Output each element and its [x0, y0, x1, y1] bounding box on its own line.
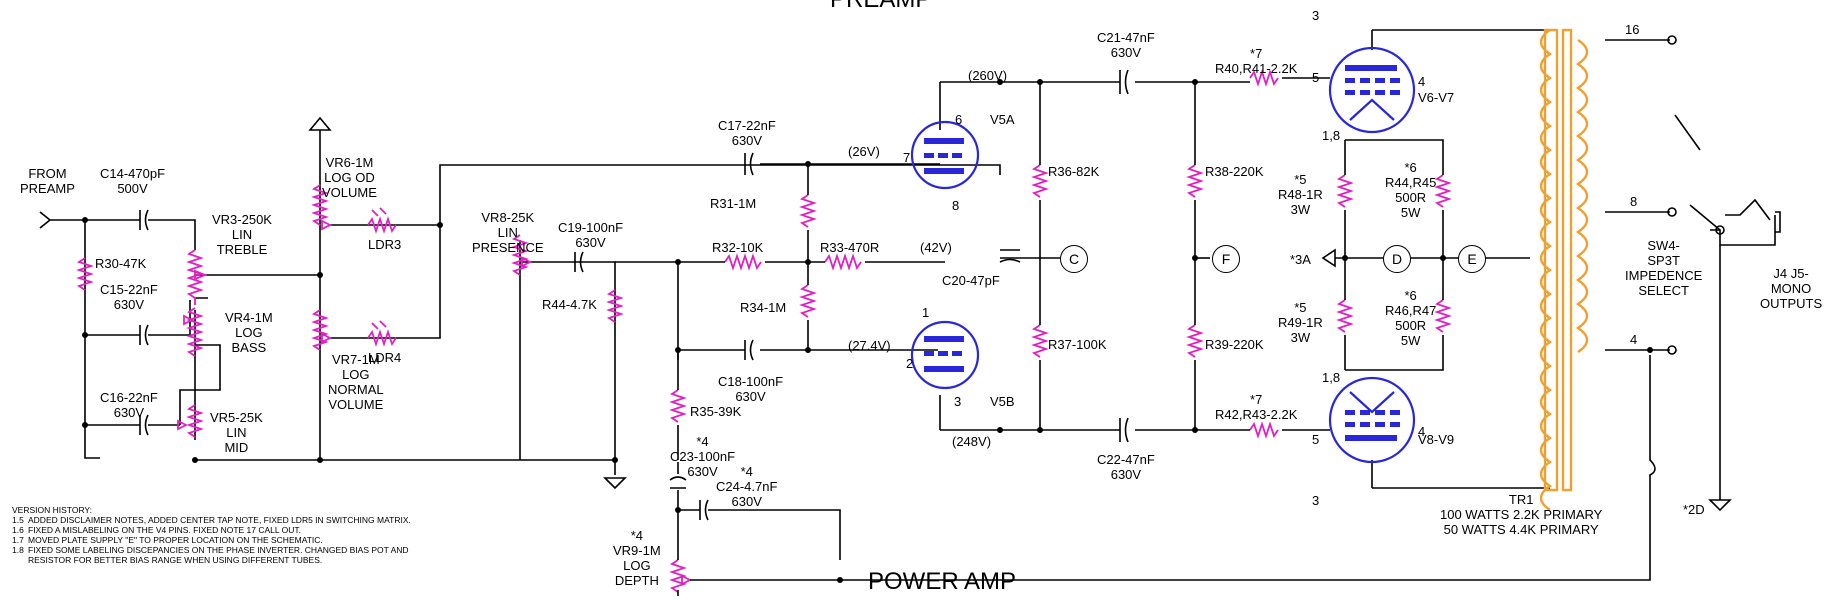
vr5-label: VR5-25K LIN MID [210, 410, 263, 455]
voltage-27-4v: (27.4V) [848, 338, 891, 353]
r32-label: R32-10K [712, 240, 764, 255]
output-transformer [1539, 28, 1589, 511]
v8-pin3: 3 [1312, 493, 1320, 508]
vr3-label: VR3-250K LIN TREBLE [212, 212, 272, 257]
vr4-label: VR4-1M LOG BASS [225, 310, 273, 355]
v6-pin3: 3 [1312, 8, 1320, 23]
tube-v6-v7 [1328, 46, 1416, 134]
v8-pin18: 1,8 [1322, 370, 1341, 385]
c21-label: C21-47nF 630V [1097, 30, 1155, 60]
node-e: E [1458, 245, 1486, 273]
c16-label: C16-22nF 630V [100, 390, 158, 420]
r48-label: *5 R48-1R 3W [1278, 172, 1323, 217]
vr9-label: *4 VR9-1M LOG DEPTH [613, 528, 661, 588]
v5b-label: V5B [990, 394, 1015, 409]
gain-stage-wiring [615, 29, 1781, 596]
r31-label: R31-1M [710, 196, 757, 211]
sw4-label: SW4- SP3T IMPEDENCE SELECT [1625, 238, 1703, 298]
tube-v8-v9 [1328, 376, 1416, 464]
node-d: D [1383, 245, 1411, 273]
vr8-label: VR8-25K LIN PRESENCE [472, 210, 544, 255]
tube-v5b [910, 320, 980, 390]
vr6-label: VR6-1M LOG OD VOLUME [322, 155, 377, 200]
r39-label: R39-220K [1205, 337, 1264, 352]
v8-v9-label: V8-V9 [1418, 432, 1455, 447]
preamp-title: PREAMP [830, 0, 931, 14]
c24-label: *4 C24-4.7nF 630V [716, 464, 778, 509]
c14-label: C14-470pF 500V [100, 166, 166, 196]
tube-v5a [910, 120, 980, 190]
v8-pin5: 5 [1312, 432, 1320, 447]
capacitors-tone [139, 152, 754, 436]
v5a-pin6: 6 [955, 112, 963, 127]
v5a-pin7: 7 [903, 150, 911, 165]
tr1-label: TR1 100 WATTS 2.2K PRIMARY 50 WATTS 4.4K… [1440, 492, 1603, 537]
j4-j5-label: J4 J5- MONO OUTPUTS [1760, 266, 1823, 311]
ldr4-label: LDR4 [368, 350, 402, 365]
c22-label: C22-47nF 630V [1097, 452, 1155, 482]
r49-label: *5 R49-1R 3W [1278, 300, 1323, 345]
voltage-260v: (260V) [968, 68, 1008, 83]
r30-label: R30-47K [95, 256, 147, 271]
voltage-26v: (26V) [848, 144, 880, 159]
r44-r45-label: *6 R44,R45 500R 5W [1385, 160, 1437, 220]
v5b-pin1: 1 [922, 305, 930, 320]
node-c: C [1060, 245, 1088, 273]
ldr3-label: LDR3 [368, 237, 402, 252]
tap-8: 8 [1630, 194, 1638, 209]
v5b-pin3: 3 [954, 394, 962, 409]
version-history-title: VERSION HISTORY: [12, 505, 92, 515]
r37-label: R37-100K [1048, 337, 1107, 352]
v8-pin4: 4 [1418, 424, 1426, 439]
from-preamp-label: FROM PREAMP [20, 166, 75, 196]
r42-r43-label: *7 R42,R43-2.2K [1215, 392, 1298, 422]
voltage-248v: (248V) [952, 434, 992, 449]
v5b-pin2: 2 [906, 356, 914, 371]
tap-16: 16 [1625, 22, 1640, 37]
voltage-42v: (42V) [920, 240, 952, 255]
v6-pin18: 1,8 [1322, 128, 1341, 143]
v6-v7-label: V6-V7 [1418, 90, 1455, 105]
r44-label: R44-4.7K [542, 297, 597, 312]
c18-label: C18-100nF 630V [718, 374, 784, 404]
c19-label: C19-100nF 630V [558, 220, 624, 250]
vr7-label: VR7-1M LOG NORMAL VOLUME [328, 352, 384, 412]
c17-label: C17-22nF 630V [718, 118, 776, 148]
tap-4: 4 [1630, 332, 1638, 347]
tone-stack-wiring [39, 116, 1001, 490]
v6-pin4: 4 [1418, 74, 1426, 89]
c20-label: C20-47pF [942, 273, 1000, 288]
output-taps [1667, 35, 1725, 355]
v5a-pin8: 8 [952, 198, 960, 213]
v6-pin5: 5 [1312, 70, 1320, 85]
r35-label: R35-39K [690, 404, 742, 419]
c23-label: *4 C23-100nF 630V [670, 434, 736, 479]
resistors [76, 69, 1452, 593]
junction-dots [82, 79, 1653, 583]
r40-r41-label: *7 R40,R41-2.2K [1215, 46, 1298, 76]
c15-label: C15-22nF 630V [100, 282, 158, 312]
v5a-label: V5A [990, 112, 1015, 127]
ref-2d: *2D [1683, 502, 1705, 517]
r36-label: R36-82K [1048, 164, 1100, 179]
version-entry: RESISTOR FOR BETTER BIAS RANGE WHEN USIN… [28, 555, 323, 565]
r34-label: R34-1M [740, 300, 787, 315]
r38-label: R38-220K [1205, 164, 1264, 179]
power-amp-title: POWER AMP [868, 568, 1017, 595]
node-f: F [1212, 245, 1240, 273]
r46-r47-label: *6 R46,R47 500R 5W [1385, 288, 1437, 348]
ref-3a: *3A [1290, 252, 1311, 267]
r33-label: R33-470R [820, 240, 880, 255]
